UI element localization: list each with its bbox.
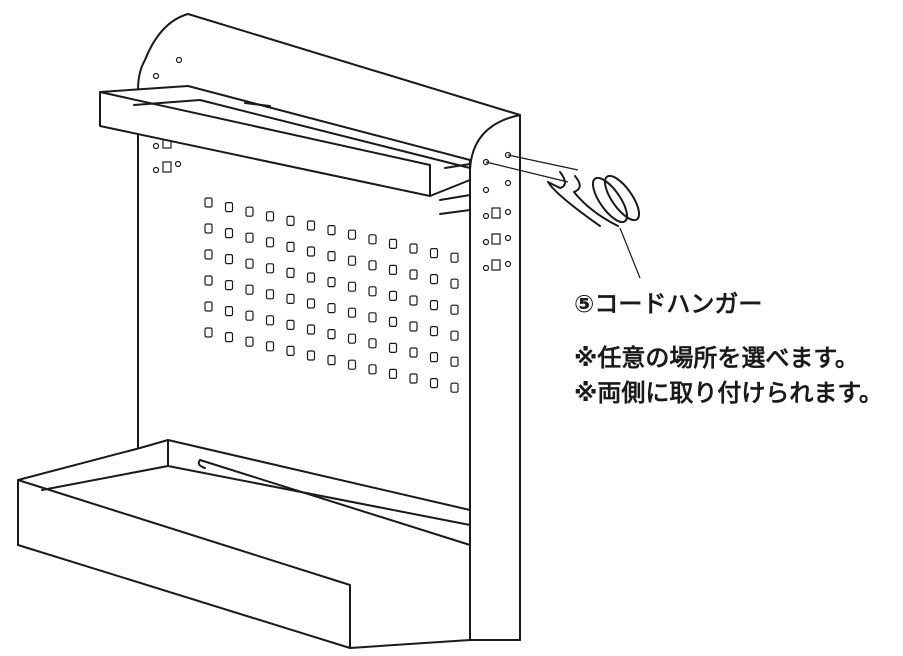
pegboard-hole (306, 324, 316, 335)
pegboard-hole (429, 326, 439, 337)
pegboard-hole (306, 298, 316, 309)
pegboard-hole (347, 281, 357, 292)
right-mount-holes (482, 151, 512, 272)
pegboard-hole (368, 338, 377, 349)
pegboard-hole (204, 249, 213, 260)
pegboard-hole (265, 211, 275, 222)
pegboard-hole (224, 202, 234, 213)
pegboard-hole (245, 232, 254, 243)
pegboard-hole (204, 223, 213, 234)
pegboard-hole (245, 206, 254, 217)
pegboard-hole (204, 197, 213, 208)
pegboard-hole (265, 237, 275, 248)
pegboard-hole (347, 333, 357, 344)
pegboard-hole (429, 274, 439, 285)
callout-leader-line (619, 227, 641, 279)
pegboard-hole (306, 272, 316, 283)
pegboard-hole (245, 310, 254, 321)
pegboard-hole (409, 321, 418, 332)
pegboard-hole (388, 264, 398, 275)
pegboard-hole (388, 238, 398, 249)
pegboard-hole (450, 278, 459, 289)
pegboard-hole (368, 286, 377, 297)
pegboard-hole (450, 382, 459, 393)
pegboard-hole (409, 347, 418, 358)
pegboard-hole (286, 267, 295, 278)
pegboard-hole (306, 220, 316, 231)
pegboard-hole (265, 315, 275, 326)
pegboard-hole (450, 330, 459, 341)
pegboard-hole (286, 345, 295, 356)
pegboard-hole (409, 269, 418, 280)
pegboard-hole (450, 356, 459, 367)
pegboard-hole (286, 319, 295, 330)
pegboard-hole (450, 304, 459, 315)
pegboard-holes (204, 197, 459, 393)
pegboard-hole (224, 228, 234, 239)
pegboard-hole (327, 251, 336, 262)
pegboard-hole (224, 280, 234, 291)
pegboard-hole (224, 306, 234, 317)
pegboard-hole (204, 275, 213, 286)
pegboard-hole (306, 350, 316, 361)
pegboard-hole (429, 352, 439, 363)
pegboard-hole (265, 263, 275, 274)
pegboard-hole (245, 284, 254, 295)
pegboard-hole (347, 359, 357, 370)
pegboard-hole (224, 332, 234, 343)
pegboard-hole (347, 255, 357, 266)
note-any-position: ※任意の場所を選べます。 (574, 344, 859, 372)
pegboard-hole (265, 341, 275, 352)
pegboard-hole (204, 327, 213, 338)
pegboard-hole (347, 307, 357, 318)
pegboard-hole (327, 225, 336, 236)
pegboard-hole (286, 293, 295, 304)
pegboard-hole (306, 246, 316, 257)
pegboard-hole (450, 252, 459, 263)
pegboard-hole (327, 355, 336, 366)
pegboard-hole (388, 368, 398, 379)
cord-hanger (485, 154, 641, 227)
pegboard-hole (429, 300, 439, 311)
pegboard-hole (327, 303, 336, 314)
pegboard-hole (388, 290, 398, 301)
pegboard-hole (245, 336, 254, 347)
pegboard-hole (388, 342, 398, 353)
upper-shelf (99, 85, 471, 215)
pegboard-hole (388, 316, 398, 327)
pegboard-hole (245, 258, 254, 269)
pegboard-hole (409, 373, 418, 384)
pegboard-hole (327, 329, 336, 340)
pegboard-hole (224, 254, 234, 265)
pegboard-hole (429, 378, 439, 389)
pegboard-hole (286, 215, 295, 226)
pegboard-hole (429, 248, 439, 259)
part-label-cord-hanger: ⑤コードハンガー (574, 290, 763, 318)
pegboard-hole (368, 312, 377, 323)
pegboard-hole (327, 277, 336, 288)
pegboard-hole (368, 364, 377, 375)
pegboard-hole (368, 234, 377, 245)
pegboard-hole (347, 229, 357, 240)
lower-tray (17, 439, 471, 649)
pegboard-hole (265, 289, 275, 300)
note-both-sides: ※両側に取り付けられます。 (574, 379, 883, 407)
right-side-panel (469, 114, 521, 641)
pegboard-hole (409, 295, 418, 306)
pegboard-hole (286, 241, 295, 252)
pegboard-hole (204, 301, 213, 312)
pegboard-hole (368, 260, 377, 271)
pegboard-hole (409, 243, 418, 254)
